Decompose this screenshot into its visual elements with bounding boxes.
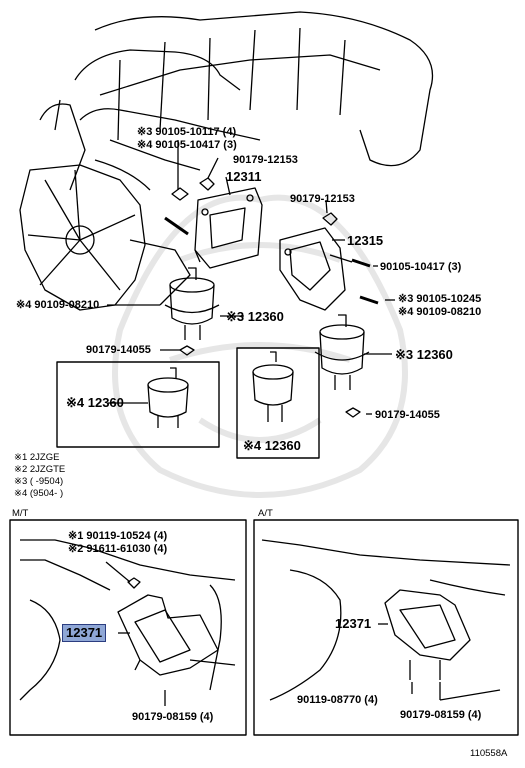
at-bracket-12371-drawing bbox=[384, 589, 471, 680]
bolt-glyph-a bbox=[171, 187, 189, 201]
at-transmission-outline bbox=[261, 539, 511, 701]
at-section-title: A/T bbox=[258, 508, 273, 519]
mount-12360-c-drawing bbox=[147, 367, 189, 428]
legend-item-2: ※2 2JZGTE bbox=[14, 464, 66, 475]
legend-item-1: ※1 2JZGE bbox=[14, 452, 60, 463]
bracket-12315-drawing bbox=[279, 227, 353, 311]
mt-transmission-outline bbox=[19, 539, 236, 701]
bracket-12311-drawing bbox=[194, 187, 263, 269]
nut-glyph-b bbox=[322, 212, 338, 226]
label-bolt-90105-10117[interactable]: ※3 90105-10117 (4) bbox=[137, 126, 237, 138]
label-bolt-90109-08210-l[interactable]: ※4 90109-08210 bbox=[16, 299, 100, 311]
label-mt-bolt-90119-10524[interactable]: ※1 90119-10524 (4) bbox=[68, 530, 168, 542]
label-mt-nut-90179-08159[interactable]: 90179-08159 (4) bbox=[132, 711, 214, 723]
label-nut-90179-14055-a[interactable]: 90179-14055 bbox=[86, 344, 151, 356]
label-bolt-90105-10417-3[interactable]: ※4 90105-10417 (3) bbox=[137, 139, 237, 151]
mt-bracket-12371-drawing bbox=[117, 577, 219, 676]
label-mt-bracket-12371[interactable]: 12371 bbox=[62, 624, 107, 642]
label-at-bolt-90119-08770[interactable]: 90119-08770 (4) bbox=[297, 694, 378, 706]
label-bracket-12315[interactable]: 12315 bbox=[347, 233, 384, 248]
label-bolt-90105-10245[interactable]: ※3 90105-10245 bbox=[398, 293, 482, 305]
label-mt-bolt-91611-61030[interactable]: ※2 91611-61030 (4) bbox=[68, 543, 168, 555]
label-mount-12360-c[interactable]: ※4 12360 bbox=[66, 395, 124, 410]
engine-outline bbox=[19, 11, 434, 311]
label-mount-12360-d[interactable]: ※4 12360 bbox=[243, 438, 301, 453]
legend-item-3: ※3 ( -9504) bbox=[14, 476, 64, 487]
label-nut-90179-12153-b[interactable]: 90179-12153 bbox=[290, 193, 355, 205]
mt-section-title: M/T bbox=[12, 508, 29, 519]
label-nut-90179-14055-b[interactable]: 90179-14055 bbox=[375, 409, 440, 421]
label-mount-12360-a[interactable]: ※3 12360 bbox=[226, 309, 284, 324]
mount-12360-d-drawing bbox=[252, 351, 294, 422]
bolt-glyph-b bbox=[164, 216, 189, 236]
nut-glyph-a bbox=[199, 177, 215, 191]
label-at-bracket-12371[interactable]: 12371 bbox=[335, 616, 372, 631]
diagram-id: 110558A bbox=[470, 748, 508, 759]
label-mount-12360-b[interactable]: ※3 12360 bbox=[395, 347, 453, 362]
label-bolt-90105-10417-r[interactable]: 90105-10417 (3) bbox=[380, 261, 462, 273]
label-at-nut-90179-08159[interactable]: 90179-08159 (4) bbox=[400, 709, 482, 721]
label-bolt-90109-08210-r[interactable]: ※4 90109-08210 bbox=[398, 306, 482, 318]
label-nut-90179-12153-a[interactable]: 90179-12153 bbox=[233, 154, 298, 166]
label-bracket-12311[interactable]: 12311 bbox=[226, 169, 262, 184]
legend-item-4: ※4 (9504- ) bbox=[14, 488, 64, 499]
mount-12360-a-drawing bbox=[164, 267, 220, 340]
